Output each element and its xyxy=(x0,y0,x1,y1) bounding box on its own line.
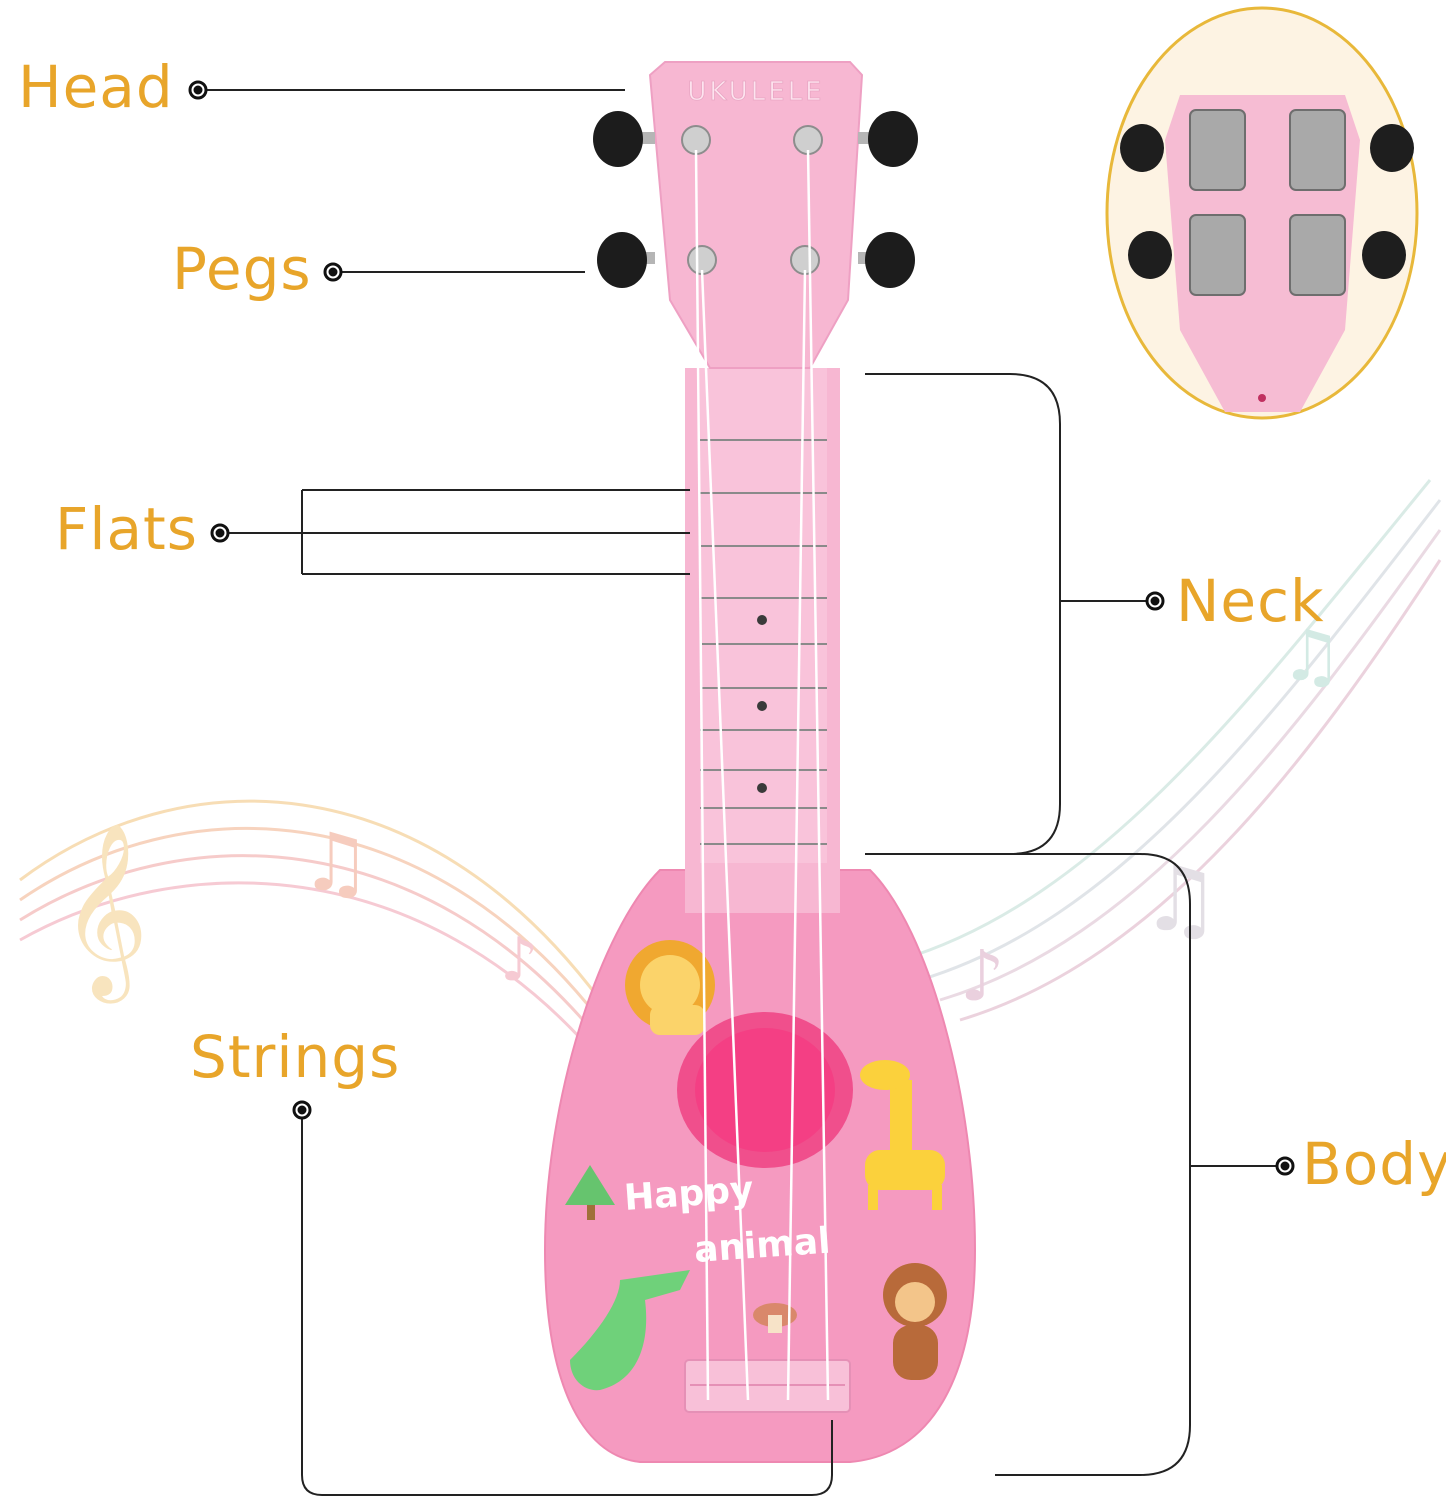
headstock-text: UKULELE xyxy=(687,77,824,107)
label-flats: Flats xyxy=(55,495,198,563)
strings xyxy=(694,149,830,1401)
music-note-icon: ♪ xyxy=(960,935,1005,1017)
tree-illustration xyxy=(565,1165,615,1220)
ukulele: Happy animal UKULELE xyxy=(543,61,977,1463)
monkey-illustration xyxy=(883,1263,947,1380)
music-note-icon: ♫ xyxy=(1140,847,1221,952)
music-notes-right-decoration: ♫ ♪ ♫ xyxy=(899,479,1442,1022)
lion-illustration xyxy=(625,940,715,1035)
label-head: Head xyxy=(18,53,174,121)
strings-leader-line xyxy=(301,1110,833,1496)
mushroom-illustration xyxy=(753,1303,797,1333)
headstock-back-inset xyxy=(1105,6,1419,420)
treble-clef-icon: 𝄞 xyxy=(60,822,149,1004)
music-note-icon: ♫ xyxy=(1280,615,1343,697)
leader-lines xyxy=(198,89,1285,1496)
label-strings: Strings xyxy=(190,1023,401,1091)
label-pegs: Pegs xyxy=(172,235,312,303)
body-leader-line xyxy=(865,853,1285,1476)
music-note-icon: ♫ xyxy=(300,816,372,909)
ukulele-headstock xyxy=(648,61,864,369)
neck-leader-line xyxy=(865,373,1155,855)
label-neck: Neck xyxy=(1176,567,1325,635)
giraffe-illustration xyxy=(860,1060,945,1210)
crocodile-illustration xyxy=(570,1270,690,1391)
music-note-icon: ♪ xyxy=(500,925,538,995)
tuning-pegs xyxy=(593,111,918,288)
body-text-animal: animal xyxy=(693,1221,832,1271)
flats-leader-line xyxy=(220,489,690,575)
body-text-happy: Happy xyxy=(623,1169,755,1219)
label-body: Body xyxy=(1302,1130,1446,1198)
music-notes-left-decoration: 𝄞 ♫ ♪ xyxy=(19,799,602,1061)
leader-dots xyxy=(188,80,1295,1176)
